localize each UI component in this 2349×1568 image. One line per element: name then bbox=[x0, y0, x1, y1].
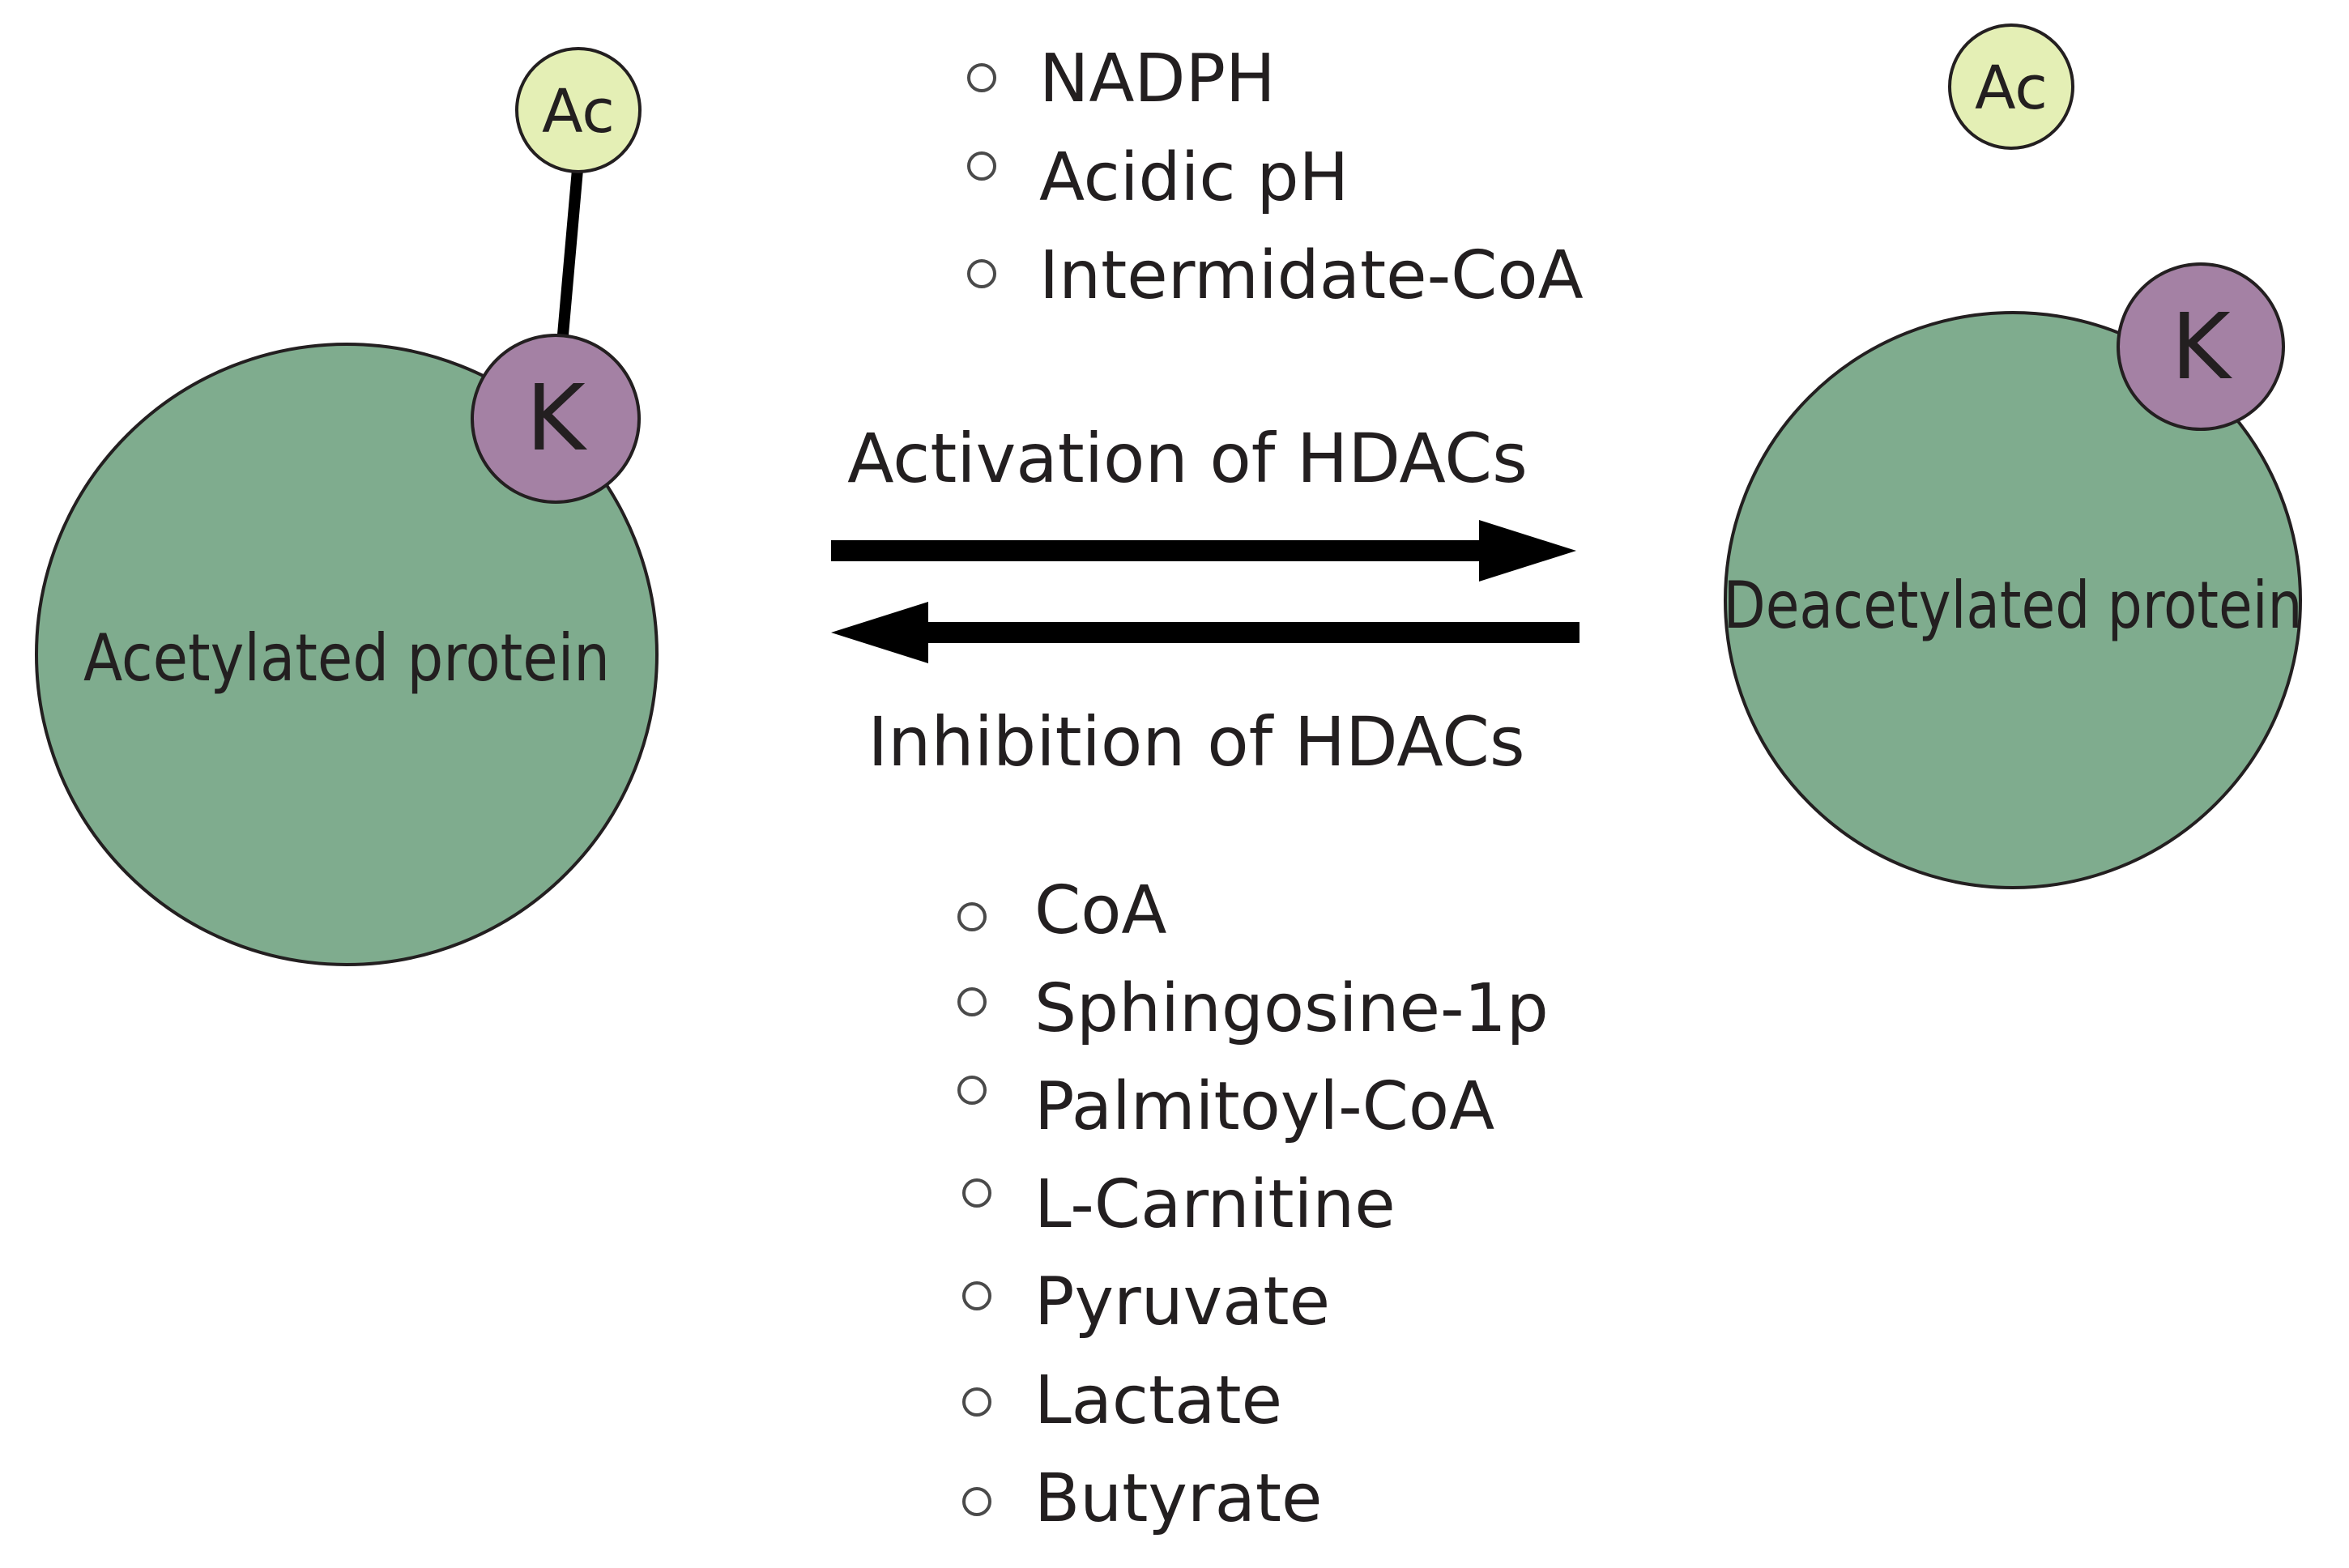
activation-label: Activation of HDACs bbox=[847, 419, 1528, 498]
forward-arrow-shaft bbox=[831, 540, 1503, 561]
activator-item: Acidic pH bbox=[967, 139, 1349, 216]
acetylated-protein-label: Acetylated protein bbox=[83, 620, 610, 696]
inhibitor-label: Sphingosine-1p bbox=[1034, 970, 1549, 1047]
activator-label: NADPH bbox=[1039, 40, 1276, 117]
deacetylated-protein-group: Deacetylated protein K Ac bbox=[1724, 23, 2303, 889]
bullet-icon bbox=[962, 1487, 991, 1516]
activator-item: Intermidate-CoA bbox=[967, 237, 1584, 314]
activator-label: Intermidate-CoA bbox=[1039, 237, 1584, 314]
inhibitor-item: Pyruvate bbox=[962, 1263, 1330, 1340]
reverse-arrow-head bbox=[831, 602, 928, 663]
inhibition-label: Inhibition of HDACs bbox=[868, 702, 1524, 782]
acetyl-node-right bbox=[1948, 23, 2074, 150]
inhibitor-label: Pyruvate bbox=[1034, 1263, 1330, 1340]
acetyl-label-right: Ac bbox=[1975, 53, 2048, 123]
deacetylated-protein-label: Deacetylated protein bbox=[1724, 568, 2303, 643]
lysine-node-right bbox=[2117, 262, 2285, 431]
inhibitor-label: Palmitoyl-CoA bbox=[1034, 1068, 1494, 1145]
bullet-icon bbox=[957, 1076, 987, 1105]
reverse-arrow-shaft bbox=[904, 622, 1580, 643]
inhibitor-label: CoA bbox=[1034, 872, 1167, 949]
forward-arrow bbox=[831, 520, 1576, 582]
inhibitor-item: Butyrate bbox=[962, 1460, 1322, 1537]
lysine-node-left bbox=[471, 334, 641, 504]
deacetylated-protein-circle bbox=[1724, 311, 2302, 889]
inhibitor-item: CoA bbox=[957, 872, 1167, 949]
inhibitor-item: Lactate bbox=[962, 1362, 1282, 1439]
inhibitor-item: Sphingosine-1p bbox=[957, 970, 1549, 1047]
acetylated-protein-circle bbox=[35, 343, 659, 966]
bullet-icon bbox=[962, 1178, 991, 1208]
forward-arrow-head bbox=[1479, 520, 1576, 582]
bullet-icon bbox=[962, 1387, 991, 1417]
reverse-arrow bbox=[831, 602, 1580, 663]
acetyl-label-left: Ac bbox=[542, 77, 615, 147]
bullet-icon bbox=[962, 1281, 991, 1310]
inhibitor-item: L-Carnitine bbox=[962, 1166, 1396, 1243]
inhibitor-label: Lactate bbox=[1034, 1362, 1282, 1439]
acetylated-protein-group: Acetylated protein K Ac bbox=[35, 47, 659, 966]
activator-list: NADPH Acidic pH Intermidate-CoA bbox=[967, 40, 1584, 314]
bullet-icon bbox=[967, 259, 996, 288]
bullet-icon bbox=[967, 63, 996, 92]
inhibitor-label: L-Carnitine bbox=[1034, 1166, 1396, 1243]
activator-item: NADPH bbox=[967, 40, 1276, 117]
bullet-icon bbox=[967, 151, 996, 181]
activator-label: Acidic pH bbox=[1039, 139, 1349, 216]
bullet-icon bbox=[957, 987, 987, 1016]
inhibitor-item: Palmitoyl-CoA bbox=[957, 1068, 1494, 1145]
lysine-label-right: K bbox=[2171, 295, 2232, 400]
inhibitor-label: Butyrate bbox=[1034, 1460, 1322, 1537]
lysine-label-left: K bbox=[526, 366, 587, 471]
acetyl-node-left bbox=[515, 47, 642, 173]
inhibitor-list: CoA Sphingosine-1p Palmitoyl-CoA L-Carni… bbox=[957, 872, 1549, 1537]
bullet-icon bbox=[957, 902, 987, 931]
